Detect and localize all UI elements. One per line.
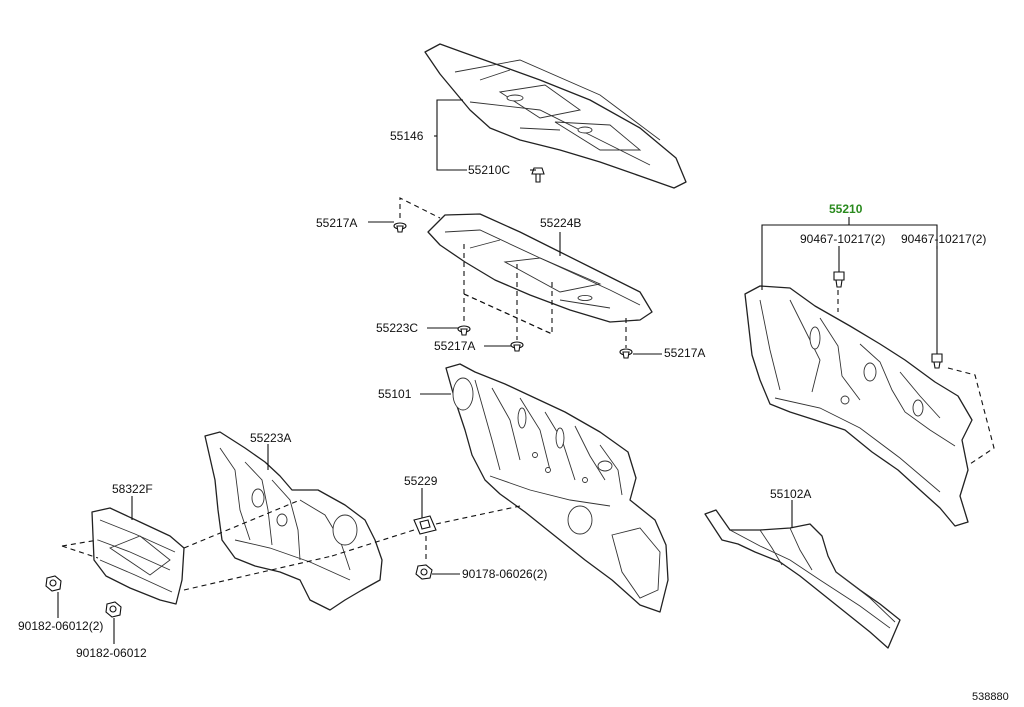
fastener-90467-left[interactable]: [833, 271, 845, 288]
label-55217A-mid[interactable]: 55217A: [434, 339, 475, 353]
clip-55217A-top[interactable]: [393, 222, 407, 233]
part-55146-cowl-insulator[interactable]: [424, 43, 687, 189]
label-90467-left[interactable]: 90467-10217(2): [800, 232, 885, 246]
clip-55217A-mid[interactable]: [510, 341, 524, 352]
callout-labels: 55146 55210C 55217A 55224B 55223C 55217A…: [18, 129, 1009, 703]
label-55217A-right[interactable]: 55217A: [664, 346, 705, 360]
label-90182-left[interactable]: 90182-06012(2): [18, 619, 103, 633]
fastener-90467-right[interactable]: [931, 353, 943, 369]
label-55210C[interactable]: 55210C: [468, 163, 510, 177]
label-55217A-top[interactable]: 55217A: [316, 216, 357, 230]
label-55210-highlighted[interactable]: 55210: [829, 202, 863, 216]
label-55102A[interactable]: 55102A: [770, 487, 811, 501]
diagram-reference-number: 538880: [972, 691, 1009, 703]
part-55223A-insulator[interactable]: [204, 431, 383, 611]
label-90182-bottom[interactable]: 90182-06012: [76, 646, 147, 660]
label-55223A[interactable]: 55223A: [250, 431, 291, 445]
part-55224B-insulator[interactable]: [427, 213, 653, 323]
label-58322F[interactable]: 58322F: [112, 482, 153, 496]
nut-90182-left[interactable]: [45, 575, 62, 592]
clip-55217A-right[interactable]: [619, 348, 633, 359]
assembly-dashed-lines: [61, 197, 995, 591]
part-55210-dash-insulator[interactable]: [744, 285, 973, 527]
label-55101[interactable]: 55101: [378, 387, 412, 401]
label-55146[interactable]: 55146: [390, 129, 424, 143]
label-55224B[interactable]: 55224B: [540, 216, 581, 230]
clip-55223C[interactable]: [457, 325, 471, 336]
label-55223C[interactable]: 55223C: [376, 321, 418, 335]
clip-55229[interactable]: [413, 515, 437, 535]
nut-90178[interactable]: [415, 564, 433, 580]
part-55101-dash-panel[interactable]: [445, 363, 669, 613]
leader-lines: [57, 99, 938, 644]
label-90178[interactable]: 90178-06026(2): [462, 567, 547, 581]
part-55102A-bracket[interactable]: [704, 509, 901, 649]
label-55229[interactable]: 55229: [404, 474, 438, 488]
label-90467-right[interactable]: 90467-10217(2): [901, 232, 986, 246]
nut-90182-bottom[interactable]: [105, 601, 122, 618]
part-58322F-silencer-pad[interactable]: [91, 507, 185, 605]
